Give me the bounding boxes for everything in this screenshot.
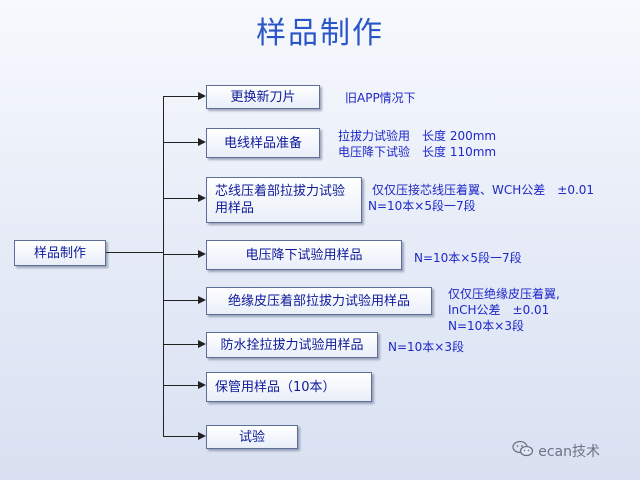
branch-line: [163, 96, 198, 97]
step-label: 试验: [238, 429, 265, 445]
step-note: N=10本×3段: [388, 340, 464, 354]
branch-arrow: [198, 92, 206, 100]
step-note: N=10本×5段一7段: [414, 251, 522, 265]
wechat-icon: [512, 440, 534, 462]
step-label: 电线样品准备: [223, 135, 302, 151]
branch-line: [163, 385, 198, 386]
branch-arrow: [198, 194, 206, 202]
branch-line: [163, 436, 198, 437]
step-note: 仅仅压接芯线压着翼、WCH公差 ±0.01 N=10本×5段一7段: [368, 183, 595, 213]
watermark: ecan技术: [512, 440, 600, 462]
root-connector: [106, 252, 164, 253]
root-node: 样品制作: [14, 240, 106, 266]
trunk-line: [163, 96, 164, 437]
branch-arrow: [198, 381, 206, 389]
root-label: 样品制作: [33, 245, 86, 261]
step-box: 保管用样品（10本）: [206, 372, 372, 402]
step-box: 绝缘皮压着部拉拔力试验用样品: [206, 287, 432, 315]
step-note: 仅仅压绝缘皮压着翼, InCH公差 ±0.01 N=10本×3段: [448, 287, 560, 333]
step-label: 更换新刀片: [230, 89, 296, 105]
step-box: 电压降下试验用样品: [206, 240, 402, 270]
branch-arrow: [198, 296, 206, 304]
step-label: 绝缘皮压着部拉拔力试验用样品: [227, 293, 410, 309]
page-title: 样品制作: [256, 16, 384, 51]
step-label: 保管用样品（10本）: [215, 379, 336, 395]
step-box: 试验: [206, 425, 298, 449]
branch-arrow: [198, 340, 206, 348]
step-box: 芯线压着部拉拔力试验用样品: [206, 177, 362, 223]
step-note: 旧APP情况下: [345, 91, 416, 105]
branch-line: [163, 300, 198, 301]
branch-line: [163, 254, 198, 255]
step-box: 电线样品准备: [206, 128, 320, 158]
step-note: 拉拔力试验用 长度 200mm 电压降下试验 长度 110mm: [338, 129, 497, 159]
branch-line: [163, 344, 198, 345]
step-box: 更换新刀片: [206, 85, 320, 109]
branch-line: [163, 198, 198, 199]
step-box: 防水拴拉拔力试验用样品: [206, 332, 378, 358]
step-label: 芯线压着部拉拔力试验用样品: [215, 184, 346, 216]
watermark-text: ecan技术: [538, 444, 600, 460]
step-label: 电压降下试验用样品: [245, 247, 363, 263]
branch-arrow: [198, 138, 206, 146]
branch-arrow: [198, 250, 206, 258]
branch-line: [163, 142, 198, 143]
step-label: 防水拴拉拔力试验用样品: [220, 337, 364, 353]
branch-arrow: [198, 432, 206, 440]
